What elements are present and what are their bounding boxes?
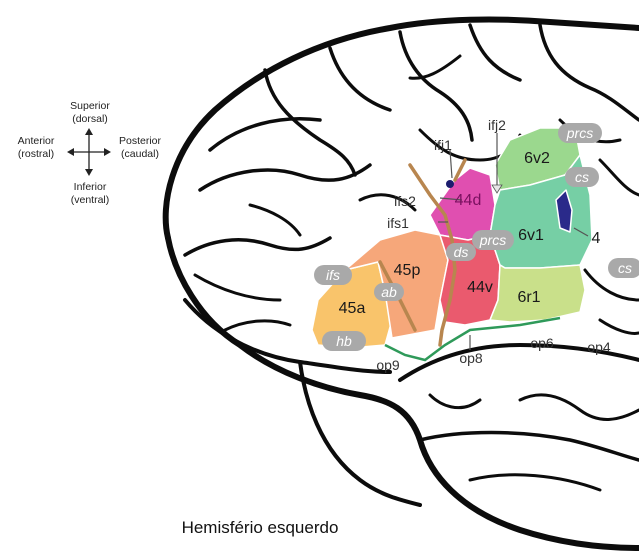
orientation-cross-icon [67, 128, 111, 176]
anterior-sub: (rostral) [6, 148, 66, 161]
sulcus-prcs-mid: prcs [479, 232, 506, 248]
sulcus-cs-top: cs [575, 169, 589, 185]
orientation-inferior: Inferior (ventral) [55, 181, 125, 207]
region-label-6r1: 6r1 [517, 289, 540, 306]
posterior-sub: (caudal) [110, 148, 170, 161]
sulcus-cs-right: cs [618, 260, 632, 276]
superior-label: Superior [55, 100, 125, 113]
sulcus-prcs-top: prcs [566, 125, 593, 141]
posterior-label: Posterior [110, 135, 170, 148]
region-label-44v: 44v [467, 279, 493, 296]
figure-caption: Hemisfério esquerdo [0, 518, 520, 538]
region-label-4: 4 [592, 230, 601, 247]
region-label-44d: 44d [455, 192, 482, 209]
marker-op8: op8 [459, 350, 483, 366]
marker-op4: op4 [587, 339, 611, 355]
marker-op9: op9 [376, 357, 400, 373]
region-label-6v1: 6v1 [518, 227, 544, 244]
sulcus-ds: ds [454, 244, 469, 260]
superior-sub: (dorsal) [55, 113, 125, 126]
orientation-superior: Superior (dorsal) [55, 100, 125, 126]
marker-ifj1: ifj1 [434, 137, 452, 153]
orientation-posterior: Posterior (caudal) [110, 135, 170, 161]
inferior-label: Inferior [55, 181, 125, 194]
inferior-sub: (ventral) [55, 194, 125, 207]
region-label-45p: 45p [394, 262, 421, 279]
ifj1-dot-icon [446, 180, 454, 188]
marker-ifj2: ifj2 [488, 117, 506, 133]
sulcus-hb: hb [336, 333, 352, 349]
anterior-label: Anterior [6, 135, 66, 148]
marker-ifs1: ifs1 [387, 215, 409, 231]
sulcus-ifs: ifs [326, 267, 340, 283]
region-label-6v2: 6v2 [524, 150, 550, 167]
sulcus-ab: ab [381, 284, 397, 300]
region-label-45a: 45a [339, 300, 366, 317]
marker-op6: op6 [530, 335, 554, 351]
marker-ifs2: ifs2 [394, 193, 416, 209]
orientation-anterior: Anterior (rostral) [6, 135, 66, 161]
